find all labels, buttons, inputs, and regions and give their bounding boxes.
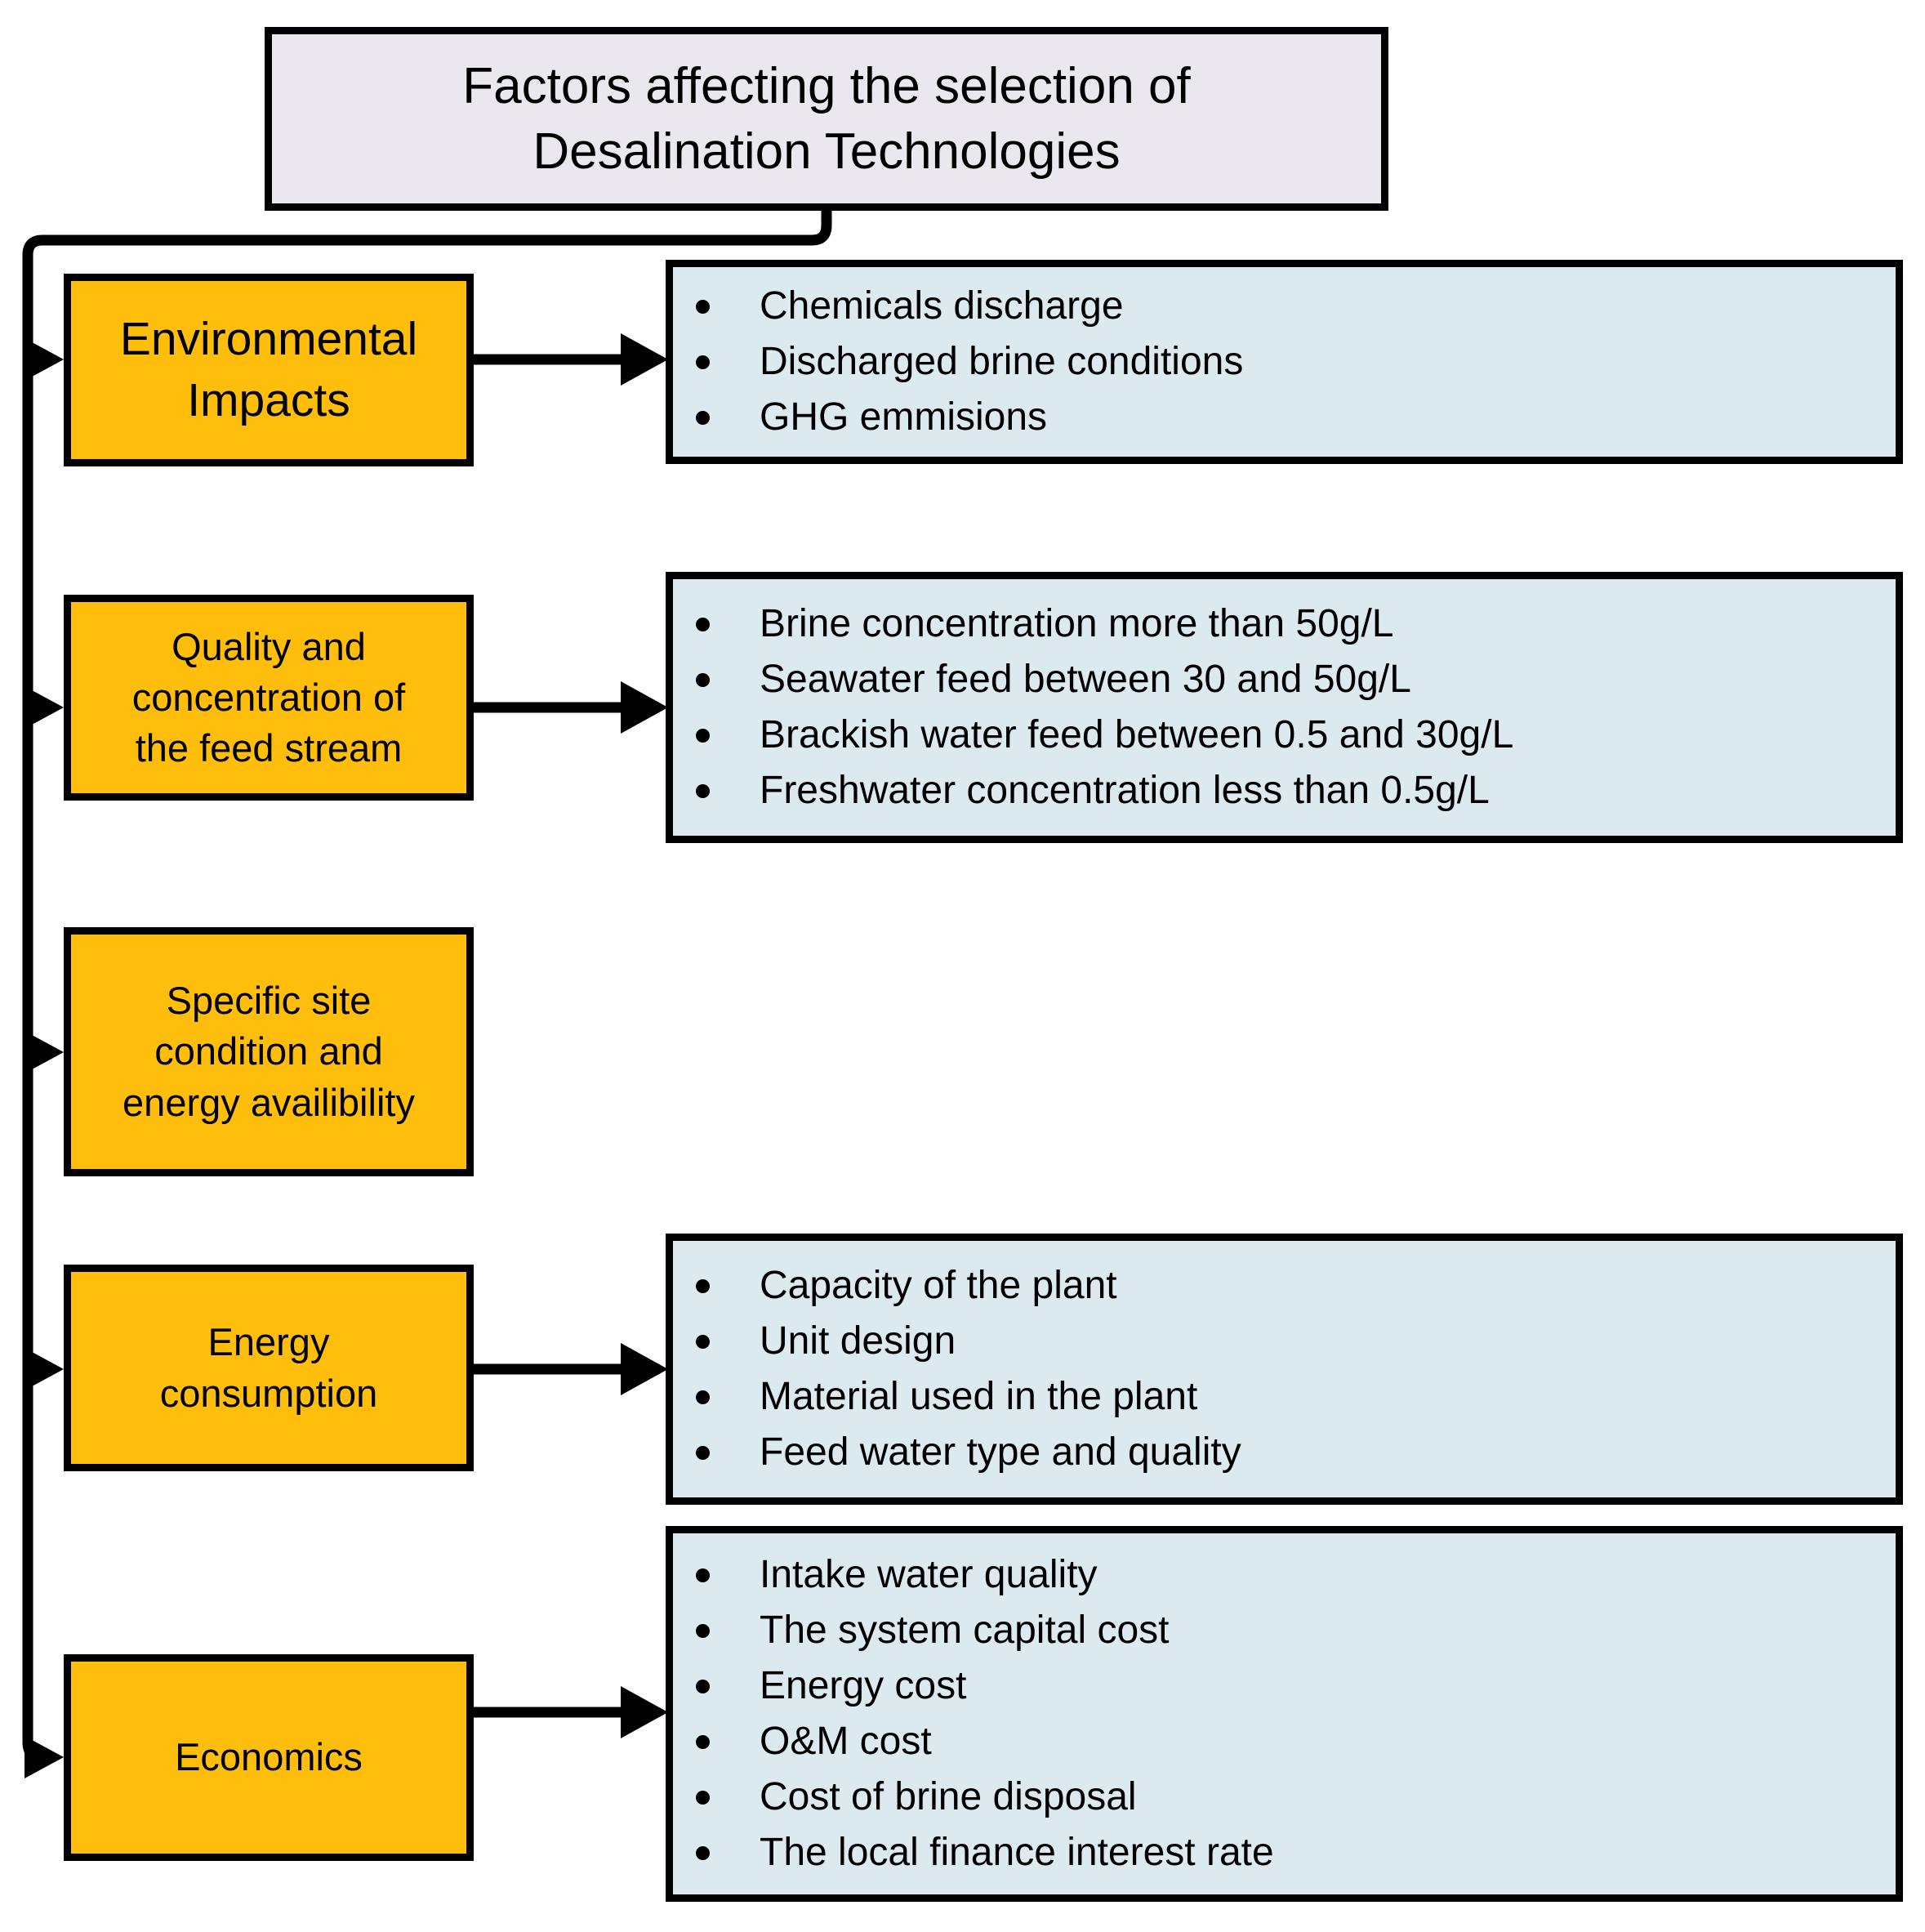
- list-item-label: Feed water type and quality: [760, 1430, 1241, 1474]
- detail-box-feed-quality: Brine concentration more than 50g/L Seaw…: [666, 572, 1903, 843]
- bullet-dot-icon: [696, 1791, 710, 1805]
- list-item-label: Cost of brine disposal: [760, 1775, 1137, 1818]
- factor-label-line: Economics: [175, 1735, 363, 1779]
- factor-label-line: condition and: [154, 1029, 383, 1073]
- list-item-label: Freshwater concentration less than 0.5g/…: [760, 769, 1490, 812]
- list-item: Material used in the plant: [673, 1369, 1896, 1425]
- list-item-label: Capacity of the plant: [760, 1264, 1117, 1307]
- bullet-dot-icon: [696, 411, 710, 425]
- list-item-label: Brackish water feed between 0.5 and 30g/…: [760, 713, 1514, 756]
- factor-box-economics[interactable]: Economics: [64, 1654, 474, 1861]
- bullet-dot-icon: [696, 355, 710, 369]
- factor-label-line: Environmental: [119, 312, 418, 365]
- list-item: Brine concentration more than 50g/L: [673, 596, 1896, 652]
- detail-list-environmental-impacts: Chemicals discharge Discharged brine con…: [673, 279, 1896, 445]
- list-item: Feed water type and quality: [673, 1425, 1896, 1480]
- list-item: Freshwater concentration less than 0.5g/…: [673, 763, 1896, 819]
- factor-label-energy-consumption: Energy consumption: [160, 1317, 378, 1418]
- bullet-dot-icon: [696, 729, 710, 743]
- factor-label-line: Specific site: [166, 979, 372, 1023]
- bullet-dot-icon: [696, 1390, 710, 1404]
- detail-list-energy-consumption: Capacity of the plant Unit design Materi…: [673, 1258, 1896, 1480]
- bullet-dot-icon: [696, 1735, 710, 1749]
- list-item: Capacity of the plant: [673, 1258, 1896, 1314]
- bullet-dot-icon: [696, 1680, 710, 1693]
- factor-label-line: Impacts: [187, 374, 350, 426]
- list-item: Unit design: [673, 1314, 1896, 1369]
- list-item: Cost of brine disposal: [673, 1769, 1896, 1825]
- list-item: GHG emmisions: [673, 390, 1896, 445]
- factor-label-environmental-impacts: Environmental Impacts: [120, 309, 417, 431]
- factor-label-economics: Economics: [175, 1732, 363, 1783]
- list-item: Seawater feed between 30 and 50g/L: [673, 652, 1896, 707]
- list-item-label: Chemicals discharge: [760, 284, 1124, 328]
- factor-label-feed-quality: Quality and concentration of the feed st…: [132, 622, 405, 774]
- bullet-dot-icon: [696, 618, 710, 631]
- factor-label-line: Quality and: [172, 624, 366, 668]
- list-item-label: Unit design: [760, 1319, 956, 1363]
- factor-label-line: energy availibility: [123, 1080, 415, 1124]
- diagram-title-text: Factors affecting the selection of Desal…: [462, 54, 1190, 184]
- list-item: Discharged brine conditions: [673, 334, 1896, 390]
- list-item: The local finance interest rate: [673, 1825, 1896, 1881]
- detail-box-energy-consumption: Capacity of the plant Unit design Materi…: [666, 1234, 1903, 1505]
- list-item: Chemicals discharge: [673, 279, 1896, 334]
- list-item-label: Seawater feed between 30 and 50g/L: [760, 658, 1411, 701]
- detail-box-economics: Intake water quality The system capital …: [666, 1526, 1903, 1902]
- bullet-dot-icon: [696, 784, 710, 798]
- list-item-label: The system capital cost: [760, 1609, 1170, 1652]
- factor-label-line: consumption: [159, 1371, 378, 1415]
- bullet-dot-icon: [696, 673, 710, 687]
- list-item-label: The local finance interest rate: [760, 1831, 1274, 1874]
- list-item: Brackish water feed between 0.5 and 30g/…: [673, 707, 1896, 763]
- list-item-label: Energy cost: [760, 1664, 967, 1707]
- factor-label-line: the feed stream: [135, 726, 403, 770]
- diagram-title-box: Factors affecting the selection of Desal…: [265, 27, 1388, 211]
- bullet-dot-icon: [696, 1624, 710, 1638]
- list-item: Intake water quality: [673, 1547, 1896, 1603]
- list-item-label: Brine concentration more than 50g/L: [760, 602, 1394, 645]
- bullet-dot-icon: [696, 1335, 710, 1349]
- list-item-label: GHG emmisions: [760, 395, 1048, 439]
- detail-box-environmental-impacts: Chemicals discharge Discharged brine con…: [666, 260, 1903, 464]
- list-item-label: O&M cost: [760, 1720, 932, 1763]
- bullet-dot-icon: [696, 1279, 710, 1293]
- detail-list-feed-quality: Brine concentration more than 50g/L Seaw…: [673, 596, 1896, 819]
- factor-label-line: concentration of: [131, 675, 406, 719]
- factor-label-site-condition: Specific site condition and energy avail…: [123, 975, 415, 1127]
- diagram-title-line2: Desalination Technologies: [532, 123, 1121, 180]
- factor-box-environmental-impacts[interactable]: Environmental Impacts: [64, 274, 474, 466]
- factor-box-energy-consumption[interactable]: Energy consumption: [64, 1265, 474, 1471]
- list-item-label: Discharged brine conditions: [760, 340, 1244, 383]
- diagram-title-line1: Factors affecting the selection of: [462, 58, 1191, 115]
- list-item-label: Material used in the plant: [760, 1375, 1198, 1418]
- factor-box-feed-quality[interactable]: Quality and concentration of the feed st…: [64, 595, 474, 801]
- list-item: O&M cost: [673, 1714, 1896, 1769]
- detail-list-economics: Intake water quality The system capital …: [673, 1547, 1896, 1881]
- bullet-dot-icon: [696, 1568, 710, 1582]
- list-item-label: Intake water quality: [760, 1553, 1098, 1596]
- list-item: The system capital cost: [673, 1603, 1896, 1658]
- bullet-dot-icon: [696, 1446, 710, 1460]
- list-item: Energy cost: [673, 1658, 1896, 1714]
- bullet-dot-icon: [696, 300, 710, 314]
- factor-label-line: Energy: [207, 1320, 330, 1364]
- factor-box-site-condition[interactable]: Specific site condition and energy avail…: [64, 927, 474, 1176]
- bullet-dot-icon: [696, 1846, 710, 1860]
